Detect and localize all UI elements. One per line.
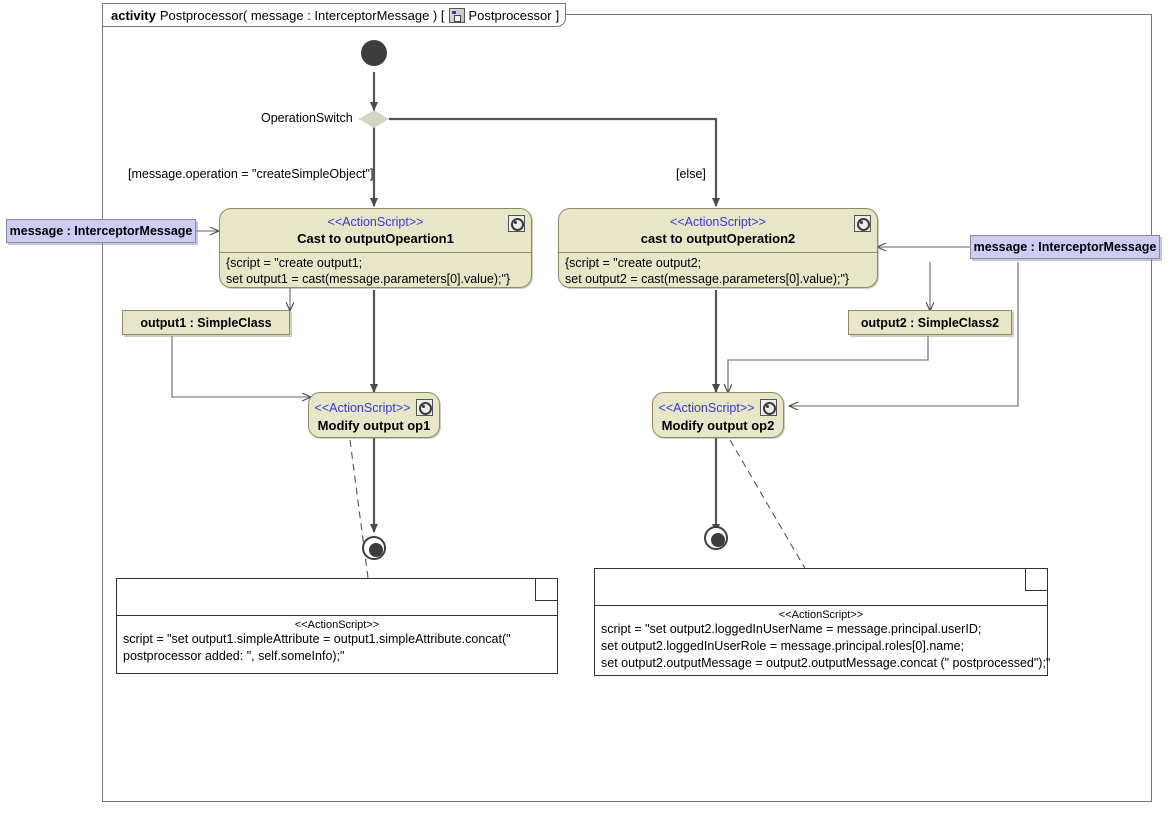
decision-label: OperationSwitch xyxy=(261,111,353,125)
activity-final-left[interactable] xyxy=(362,536,386,560)
note-body: script = "set output1.simpleAttribute = … xyxy=(117,631,557,667)
guard-left-label: [message.operation = "createSimpleObject… xyxy=(128,167,374,181)
pin-output2[interactable]: output2 : SimpleClass2 xyxy=(848,310,1012,335)
action-stereotype: <<ActionScript>> xyxy=(658,400,755,415)
action-body-line-1: {script = "create output1; xyxy=(226,256,363,270)
action-divider xyxy=(559,252,877,253)
final-inner-dot xyxy=(369,543,383,557)
activity-final-right[interactable] xyxy=(704,526,728,550)
note-stereotype: <<ActionScript>> xyxy=(778,609,864,621)
action-header-row: <<ActionScript>> xyxy=(653,393,783,416)
action-divider xyxy=(220,252,531,253)
frame-keyword: activity xyxy=(111,7,156,23)
action-stereotype: <<ActionScript>> xyxy=(327,215,424,229)
action-body: {script = "create output1; set output1 =… xyxy=(220,253,531,287)
action-name: Cast to outputOpeartion1 xyxy=(297,231,454,246)
pin-output1[interactable]: output1 : SimpleClass xyxy=(122,310,290,335)
note-line-2: postprocessor added: ", self.someInfo);" xyxy=(123,648,345,663)
initial-node[interactable] xyxy=(361,40,387,66)
action-body-line-2: set output2 = cast(message.parameters[0]… xyxy=(565,271,850,286)
note-line-2: set output2.loggedInUserRole = message.p… xyxy=(601,638,965,653)
action-cast-to-outputoperation1[interactable]: <<ActionScript>> Cast to outputOpeartion… xyxy=(219,208,532,288)
final-inner-dot xyxy=(711,533,725,547)
frame-diagram-name: Postprocessor xyxy=(468,7,552,23)
note-body: script = "set output2.loggedInUserName =… xyxy=(595,621,1051,674)
action-kind-icon xyxy=(416,399,434,416)
note-stereotype: <<ActionScript>> xyxy=(294,619,380,631)
action-kind-icon xyxy=(760,399,778,416)
note-header-space xyxy=(117,579,557,616)
guard-right-label: [else] xyxy=(676,167,706,181)
note-line-3: set output2.outputMessage = output2.outp… xyxy=(601,655,1051,670)
activity-frame-header: activity Postprocessor( message : Interc… xyxy=(102,3,567,27)
note-actionscript-op1[interactable]: <<ActionScript>> script = "set output1.s… xyxy=(116,578,558,674)
action-modify-output-op2[interactable]: <<ActionScript>> Modify output op2 xyxy=(652,392,784,438)
note-line-1: script = "set output2.loggedInUserName =… xyxy=(601,622,982,636)
action-cast-to-outputoperation2[interactable]: <<ActionScript>> cast to outputOperation… xyxy=(558,208,878,288)
activity-frame xyxy=(102,14,1152,802)
note-line-1: script = "set output1.simpleAttribute = … xyxy=(123,632,511,646)
pin-message-right[interactable]: message : InterceptorMessage xyxy=(970,235,1160,259)
action-header-row: <<ActionScript>> xyxy=(309,393,439,416)
decision-node-operationswitch[interactable] xyxy=(359,110,389,128)
note-header-space xyxy=(595,569,1047,606)
action-name: Modify output op1 xyxy=(317,418,431,433)
frame-close-bracket: ] xyxy=(555,7,560,23)
note-fold-icon xyxy=(1025,568,1048,591)
action-stereotype: <<ActionScript>> xyxy=(670,215,766,229)
action-kind-icon xyxy=(854,215,871,232)
activity-diagram-icon xyxy=(448,7,465,23)
action-kind-icon xyxy=(508,215,525,232)
action-name: Modify output op2 xyxy=(661,418,775,433)
note-actionscript-op2[interactable]: <<ActionScript>> script = "set output2.l… xyxy=(594,568,1051,676)
note-fold-icon xyxy=(535,578,558,601)
pin-message-left[interactable]: message : InterceptorMessage xyxy=(6,219,196,243)
action-modify-output-op1[interactable]: <<ActionScript>> Modify output op1 xyxy=(308,392,440,438)
action-name: cast to outputOperation2 xyxy=(640,231,796,246)
action-body: {script = "create output2; set output2 =… xyxy=(559,253,877,287)
action-body-line-2: set output1 = cast(message.parameters[0]… xyxy=(226,271,511,286)
frame-signature: Postprocessor( message : InterceptorMess… xyxy=(159,7,445,23)
action-stereotype: <<ActionScript>> xyxy=(314,400,411,415)
action-body-line-1: {script = "create output2; xyxy=(565,256,702,270)
